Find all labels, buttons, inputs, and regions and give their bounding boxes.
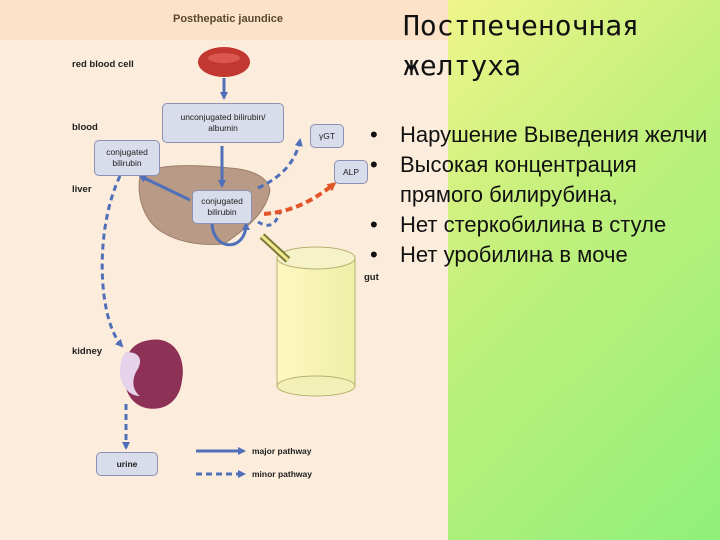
bullet-marker: • [370,122,378,147]
arrow-duct-blocked [257,211,282,227]
unconjugated-bilirubin-box: unconjugated bilirubin/ albumin [162,103,284,143]
bullet-item: • Нет уробилина в моче [366,240,711,270]
slide-title: Постпеченочная желтуха [403,6,703,86]
legend-minor-label: minor pathway [252,469,312,479]
arrow-to-alp [263,182,337,216]
slide-title-line2: желтуха [403,49,522,82]
bullet-marker: • [370,212,378,237]
bullet-text: Нарушение Выведения желчи [400,122,708,147]
legend-major-label: major pathway [252,446,312,456]
arrow-liver-to-blood [138,174,191,202]
label-kidney: kidney [72,346,103,357]
label-gut: gut [364,272,379,283]
bullet-text: Нет стеркобилина в стуле [400,212,667,237]
urine-box: urine [96,452,158,476]
alp-box: ALP [334,160,368,184]
arrow-blood-to-kidney [100,175,124,348]
bullet-item: • Высокая концентрация прямого билирубина… [366,150,711,210]
bullet-item: • Нарушение Выведения желчи [366,120,711,150]
figure-header [0,0,448,40]
conjugated-bilirubin-blood-line1: conjugated [106,147,148,157]
slide-title-line1: Постпеченочная [403,9,640,42]
conjugated-bilirubin-liver-line2: bilirubin [207,207,237,217]
label-liver: liver [72,184,92,195]
unconjugated-bilirubin-line2: albumin [208,123,238,133]
bullet-marker: • [370,242,378,267]
label-red-blood-cell: red blood cell [72,59,134,70]
bullet-text: Высокая концентрация прямого билирубина, [400,152,637,207]
unconjugated-bilirubin-line1: unconjugated bilirubin/ [180,112,266,122]
red-blood-cell-highlight [208,53,240,63]
bullet-text: Нет уробилина в моче [400,242,628,267]
arrow-liver-recirculation [210,221,250,247]
bullet-item: • Нет стеркобилина в стуле [366,210,711,240]
label-blood: blood [72,122,98,133]
ggt-box: γGT [310,124,344,148]
arrow-to-ggt [257,138,303,190]
conjugated-bilirubin-blood-box: conjugated bilirubin [94,140,160,176]
conjugated-bilirubin-liver-line1: conjugated [201,196,243,206]
gut-cylinder [276,246,356,397]
conjugated-bilirubin-liver-box: conjugated bilirubin [192,190,252,224]
bullet-marker: • [370,152,378,177]
figure-title: Posthepatic jaundice [173,13,284,25]
conjugated-bilirubin-blood-line2: bilirubin [112,158,142,168]
bullet-list: • Нарушение Выведения желчи • Высокая конц… [366,120,711,270]
kidney-pelvis [120,352,141,396]
pathway-diagram [100,47,356,478]
